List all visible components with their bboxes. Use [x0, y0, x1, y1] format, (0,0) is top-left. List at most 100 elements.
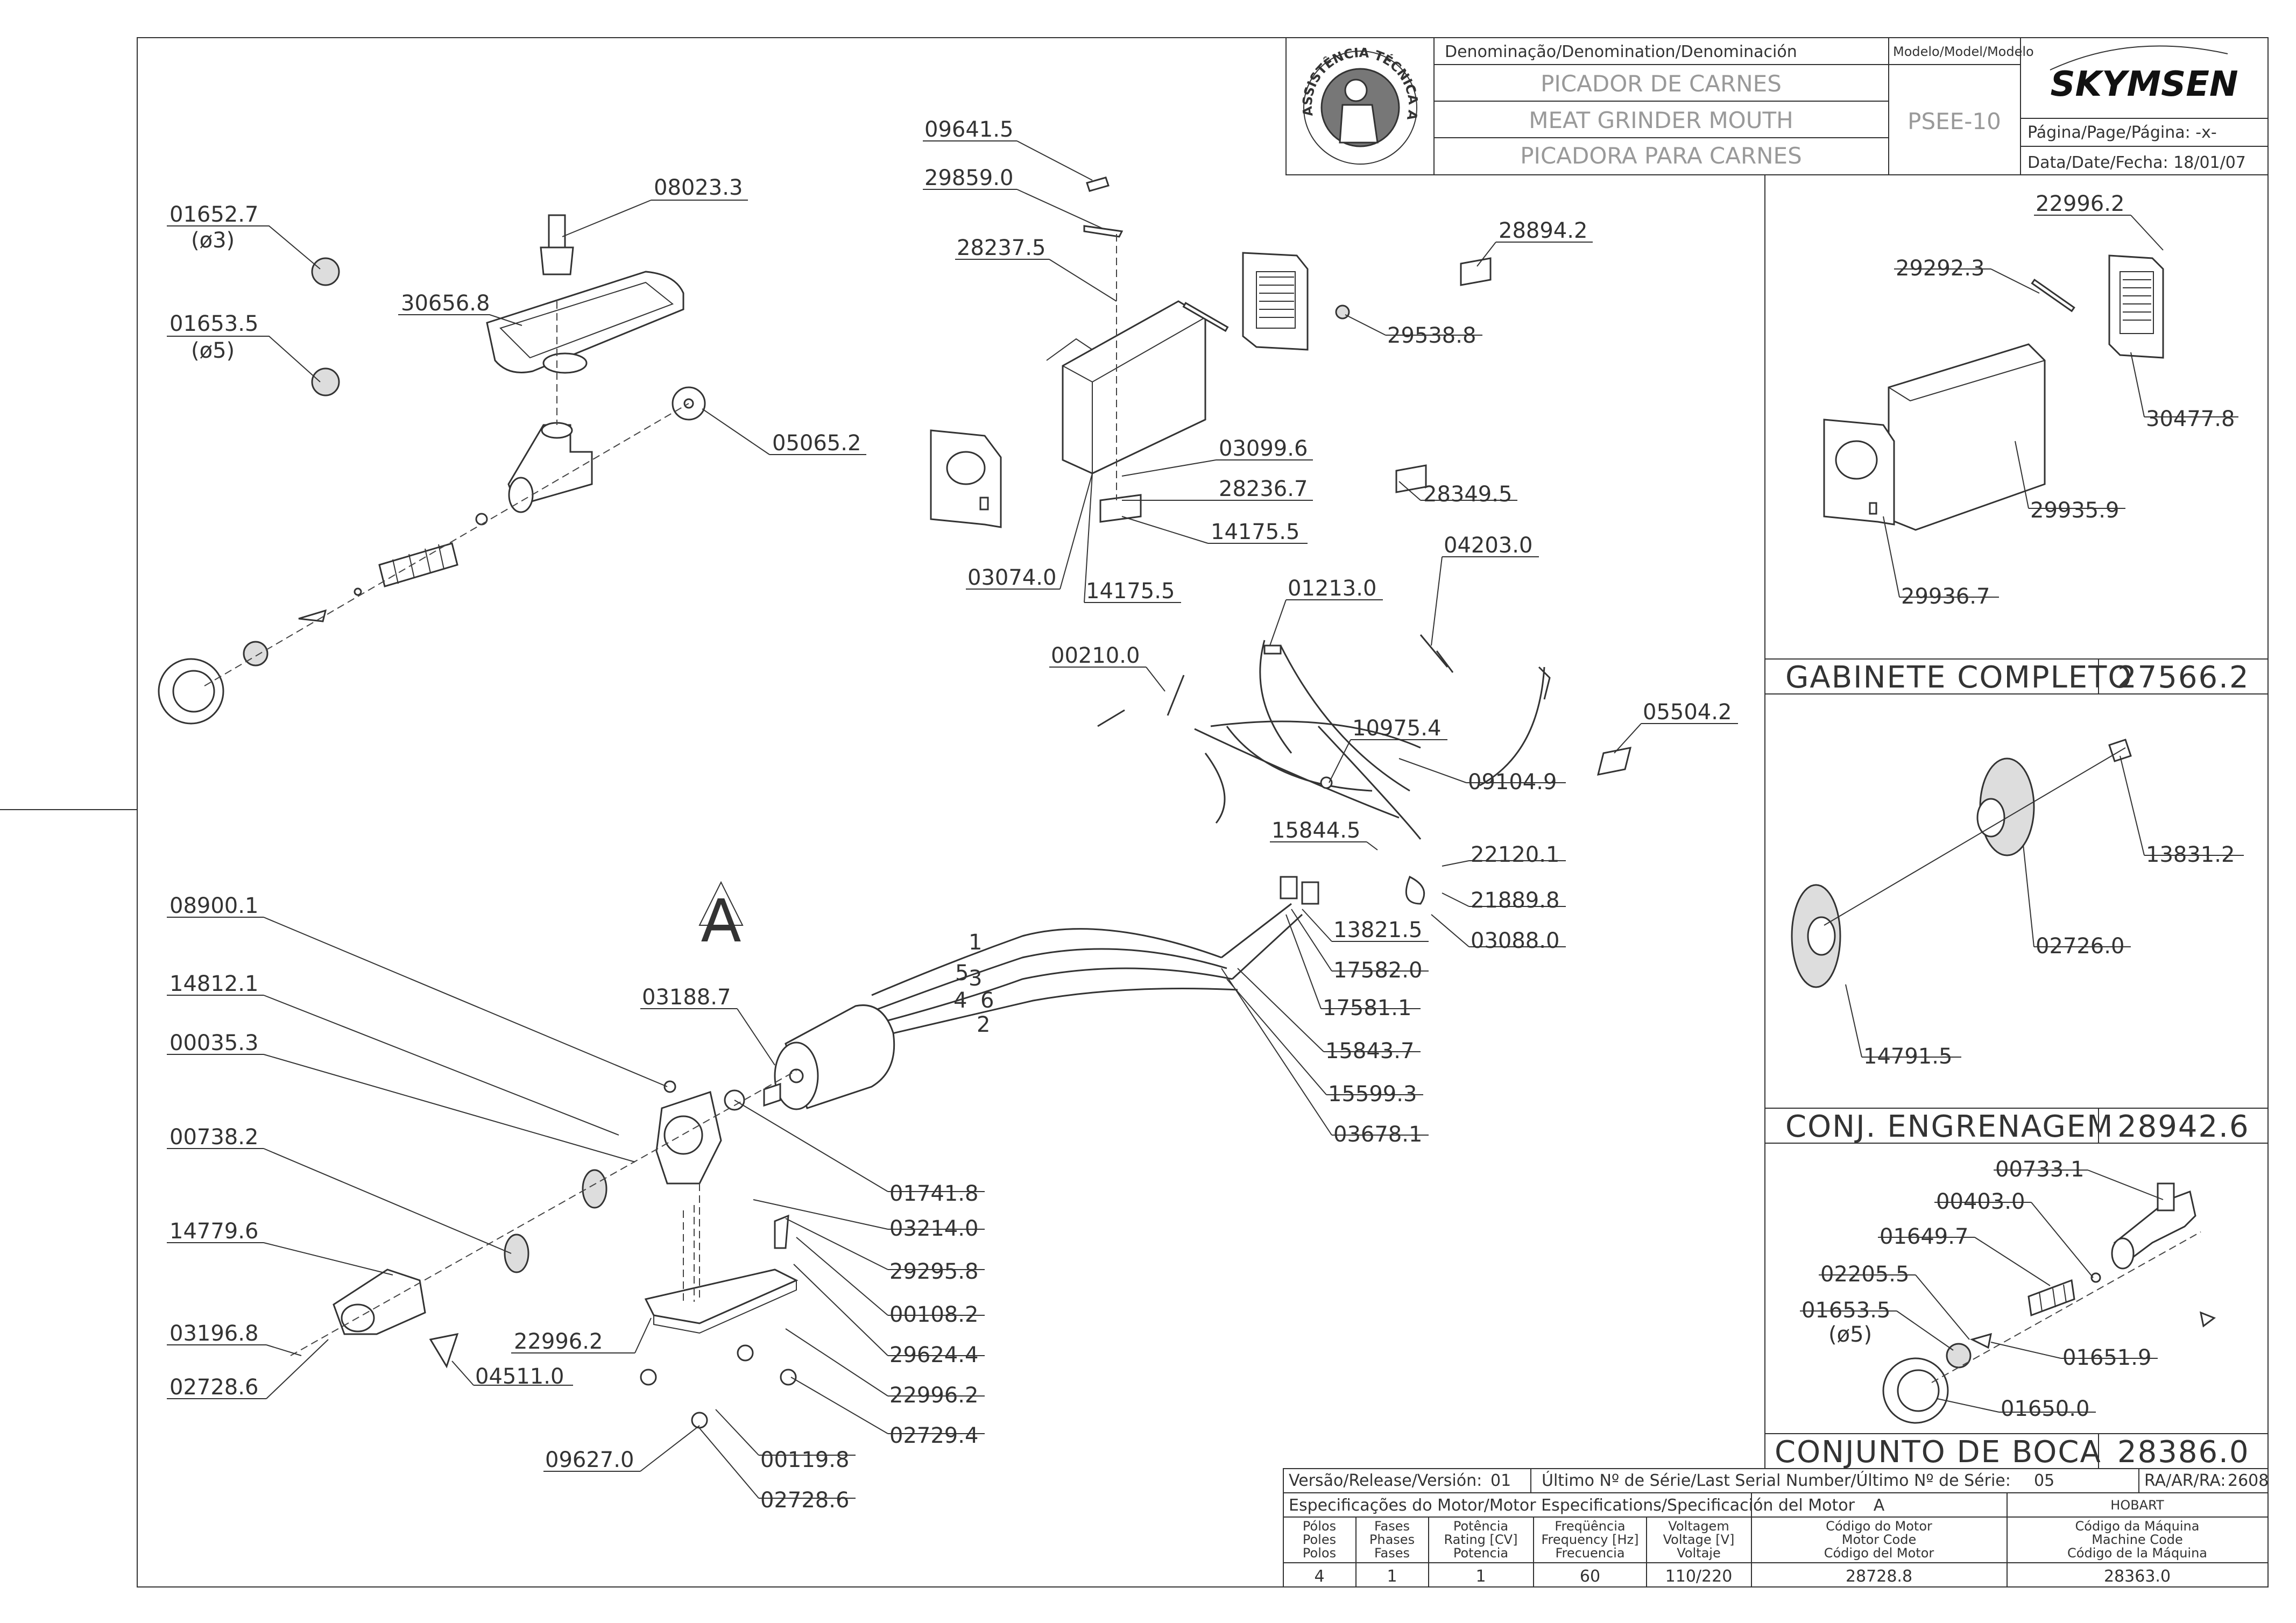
brand-col: HOBART	[2110, 1498, 2164, 1513]
part-label: 09641.5	[924, 117, 1013, 142]
seal-text: ASSISTÊNCIA TÉCNICA AUTORIZADA	[0, 0, 1421, 122]
motor-spec-table	[1283, 1468, 2269, 1587]
part-label: 30477.8	[2146, 407, 2235, 431]
svg-text:5: 5	[955, 961, 969, 986]
part-label: 00108.2	[889, 1302, 978, 1327]
section-title-mouth: CONJUNTO DE BOCA	[1775, 1435, 2102, 1470]
part-label: 02729.4	[889, 1423, 978, 1448]
authorized-service-seal	[1303, 51, 1417, 165]
part-label: 29538.8	[1387, 323, 1476, 348]
brand-logo: SKYMSEN	[2050, 65, 2238, 104]
part-label-note: (ø5)	[1828, 1322, 1872, 1347]
svg-text:1: 1	[1475, 1567, 1486, 1586]
part-label: 02728.6	[760, 1488, 849, 1513]
part-label: 28894.2	[1499, 218, 1587, 243]
section-code-gears: 28942.6	[2117, 1109, 2250, 1144]
wire-number-labels: 1 5 3 4 6 2	[953, 930, 994, 1037]
svg-text:4: 4	[953, 988, 967, 1013]
gear-set-panel	[1791, 739, 2132, 988]
part-label: 05065.2	[772, 431, 861, 456]
svg-text:Fases: Fases	[1374, 1546, 1410, 1561]
part-label: 14791.5	[1863, 1044, 1952, 1069]
part-label: 04203.0	[1444, 533, 1532, 558]
part-labels: 01652.7 (ø3) 01653.5 (ø5) 08023.3 30656.…	[169, 117, 2235, 1513]
svg-text:Voltagem: Voltagem	[1668, 1519, 1729, 1534]
svg-text:Voltage [V]: Voltage [V]	[1663, 1532, 1735, 1547]
svg-text:1: 1	[1387, 1567, 1397, 1586]
part-label: 14779.6	[169, 1219, 258, 1244]
part-label: 22996.2	[889, 1383, 978, 1408]
part-label: 01649.7	[1880, 1224, 1968, 1249]
svg-text:Phases: Phases	[1369, 1532, 1415, 1547]
part-label: 00738.2	[169, 1125, 258, 1150]
name-es: PICADORA PARA CARNES	[1520, 143, 1802, 169]
serial-label: Último Nº de Série/Last Serial Number/Úl…	[1542, 1470, 2011, 1490]
part-label: 01651.9	[2062, 1345, 2151, 1370]
part-label: 29292.3	[1896, 256, 1984, 281]
part-label: 01653.5	[169, 311, 258, 336]
part-label: 05504.2	[1643, 700, 1732, 725]
svg-text:6: 6	[980, 988, 994, 1013]
part-label: 03074.0	[967, 565, 1056, 590]
svg-text:Potência: Potência	[1453, 1519, 1508, 1534]
part-label: 01653.5	[1802, 1298, 1890, 1323]
part-label: 13831.2	[2146, 842, 2235, 867]
svg-text:Polos: Polos	[1303, 1546, 1336, 1561]
leader-lines	[167, 140, 2244, 1499]
ra-label: RA/AR/RA:	[2144, 1471, 2226, 1490]
part-label: 00119.8	[760, 1448, 849, 1472]
svg-text:Motor Code: Motor Code	[1842, 1532, 1916, 1547]
part-label: 22996.2	[2036, 192, 2124, 216]
svg-text:Machine Code: Machine Code	[2092, 1532, 2183, 1547]
mouth-set-panel	[1882, 1182, 2216, 1424]
part-label: 14175.5	[1211, 520, 1299, 544]
model-header: Modelo/Model/Modelo	[1893, 44, 2034, 59]
part-label: 01741.8	[889, 1181, 978, 1206]
part-label: 03188.7	[642, 985, 731, 1010]
part-label: 15599.3	[1328, 1082, 1417, 1107]
part-label-note: (ø3)	[191, 228, 235, 253]
part-label: 01213.0	[1288, 576, 1376, 601]
svg-text:Código del Motor: Código del Motor	[1824, 1546, 1934, 1561]
svg-text:Potencia: Potencia	[1453, 1546, 1508, 1561]
part-label: 22996.2	[514, 1329, 603, 1354]
part-label: 17582.0	[1333, 958, 1422, 983]
svg-text:Pólos: Pólos	[1303, 1519, 1336, 1534]
brand-swoosh	[2050, 45, 2228, 70]
motor-letter-col: A	[1874, 1496, 1885, 1515]
part-label: 22120.1	[1471, 842, 1559, 867]
section-title-gears: CONJ. ENGRENAGEM	[1785, 1109, 2114, 1144]
part-label: 29936.7	[1901, 584, 1990, 609]
svg-text:110/220: 110/220	[1665, 1567, 1733, 1586]
svg-text:Código da Máquina: Código da Máquina	[2075, 1519, 2200, 1534]
svg-text:4: 4	[1314, 1567, 1324, 1586]
svg-text:Fases: Fases	[1374, 1519, 1410, 1534]
section-title-cabinet: GABINETE COMPLETO	[1785, 660, 2132, 695]
part-label: 08900.1	[169, 894, 258, 918]
motor-assembly: A	[290, 881, 895, 1429]
svg-text:Voltaje: Voltaje	[1677, 1546, 1720, 1561]
part-label: 15844.5	[1271, 818, 1360, 843]
svg-text:60: 60	[1580, 1567, 1600, 1586]
part-label-note: (ø5)	[191, 338, 235, 363]
denomination-header: Denominação/Denomination/Denominación	[1445, 42, 1797, 61]
part-label: 29859.0	[924, 166, 1013, 190]
part-label: 29624.4	[889, 1343, 978, 1367]
version-value: 01	[1490, 1471, 1511, 1490]
part-label: 10975.4	[1352, 716, 1441, 741]
part-label: 15843.7	[1325, 1039, 1414, 1064]
sheet-border	[137, 37, 2269, 1587]
part-label: 02728.6	[169, 1375, 258, 1400]
part-label: 09627.0	[545, 1448, 634, 1472]
part-label: 08023.3	[654, 175, 743, 200]
title-block: ASSISTÊNCIA TÉCNICA AUTORIZADA Denominaç…	[0, 0, 2269, 175]
part-label: 13821.5	[1333, 918, 1422, 942]
svg-text:Rating [CV]: Rating [CV]	[1444, 1532, 1518, 1547]
svg-text:Poles: Poles	[1303, 1532, 1336, 1547]
page-label: Página/Page/Página: -x-	[2027, 123, 2217, 142]
part-label: 03196.8	[169, 1321, 258, 1346]
part-label: 04511.0	[475, 1364, 564, 1389]
name-pt: PICADOR DE CARNES	[1541, 70, 1782, 97]
part-label: 03678.1	[1333, 1122, 1422, 1147]
